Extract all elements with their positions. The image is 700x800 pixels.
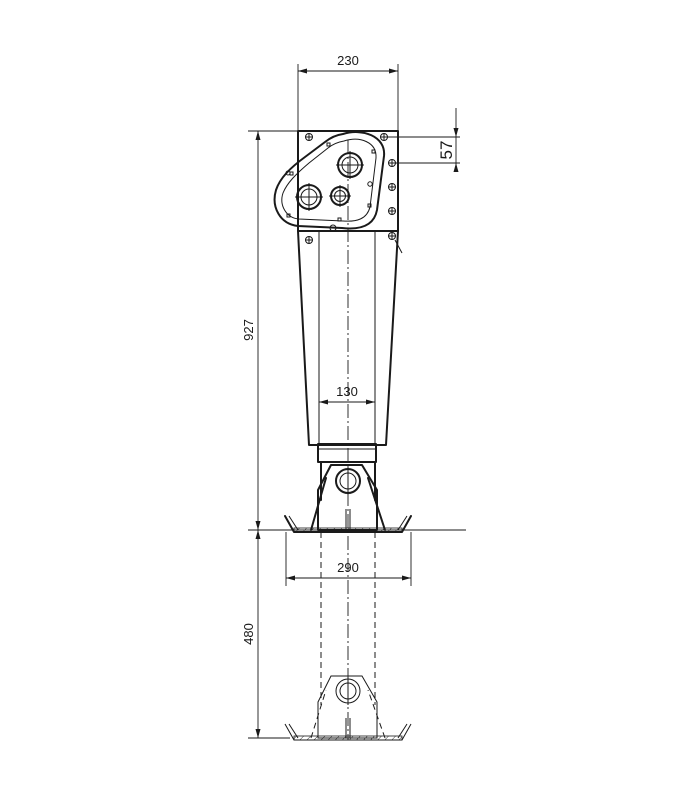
dimension-leg-width: 130: [319, 384, 375, 405]
dim-label-top-width: 230: [337, 53, 359, 68]
gear-shafts: [295, 151, 364, 211]
leg-collar: [317, 443, 377, 463]
dim-label-hole-offset: 57: [437, 141, 456, 160]
dimension-top-width: 230: [297, 53, 399, 131]
extended-leg-phantom: [284, 532, 412, 741]
dim-label-overall-height: 927: [241, 319, 256, 341]
dim-label-travel: 480: [241, 623, 256, 645]
dimension-hole-offset: 57: [384, 108, 460, 172]
dimension-travel: 480: [241, 530, 290, 739]
dim-label-foot-width: 290: [337, 560, 359, 575]
dim-label-leg-width: 130: [336, 384, 358, 399]
gearbox-cover: [273, 131, 386, 230]
dimension-foot-width: 290: [285, 532, 412, 586]
dimension-overall-height: 927: [241, 130, 298, 531]
